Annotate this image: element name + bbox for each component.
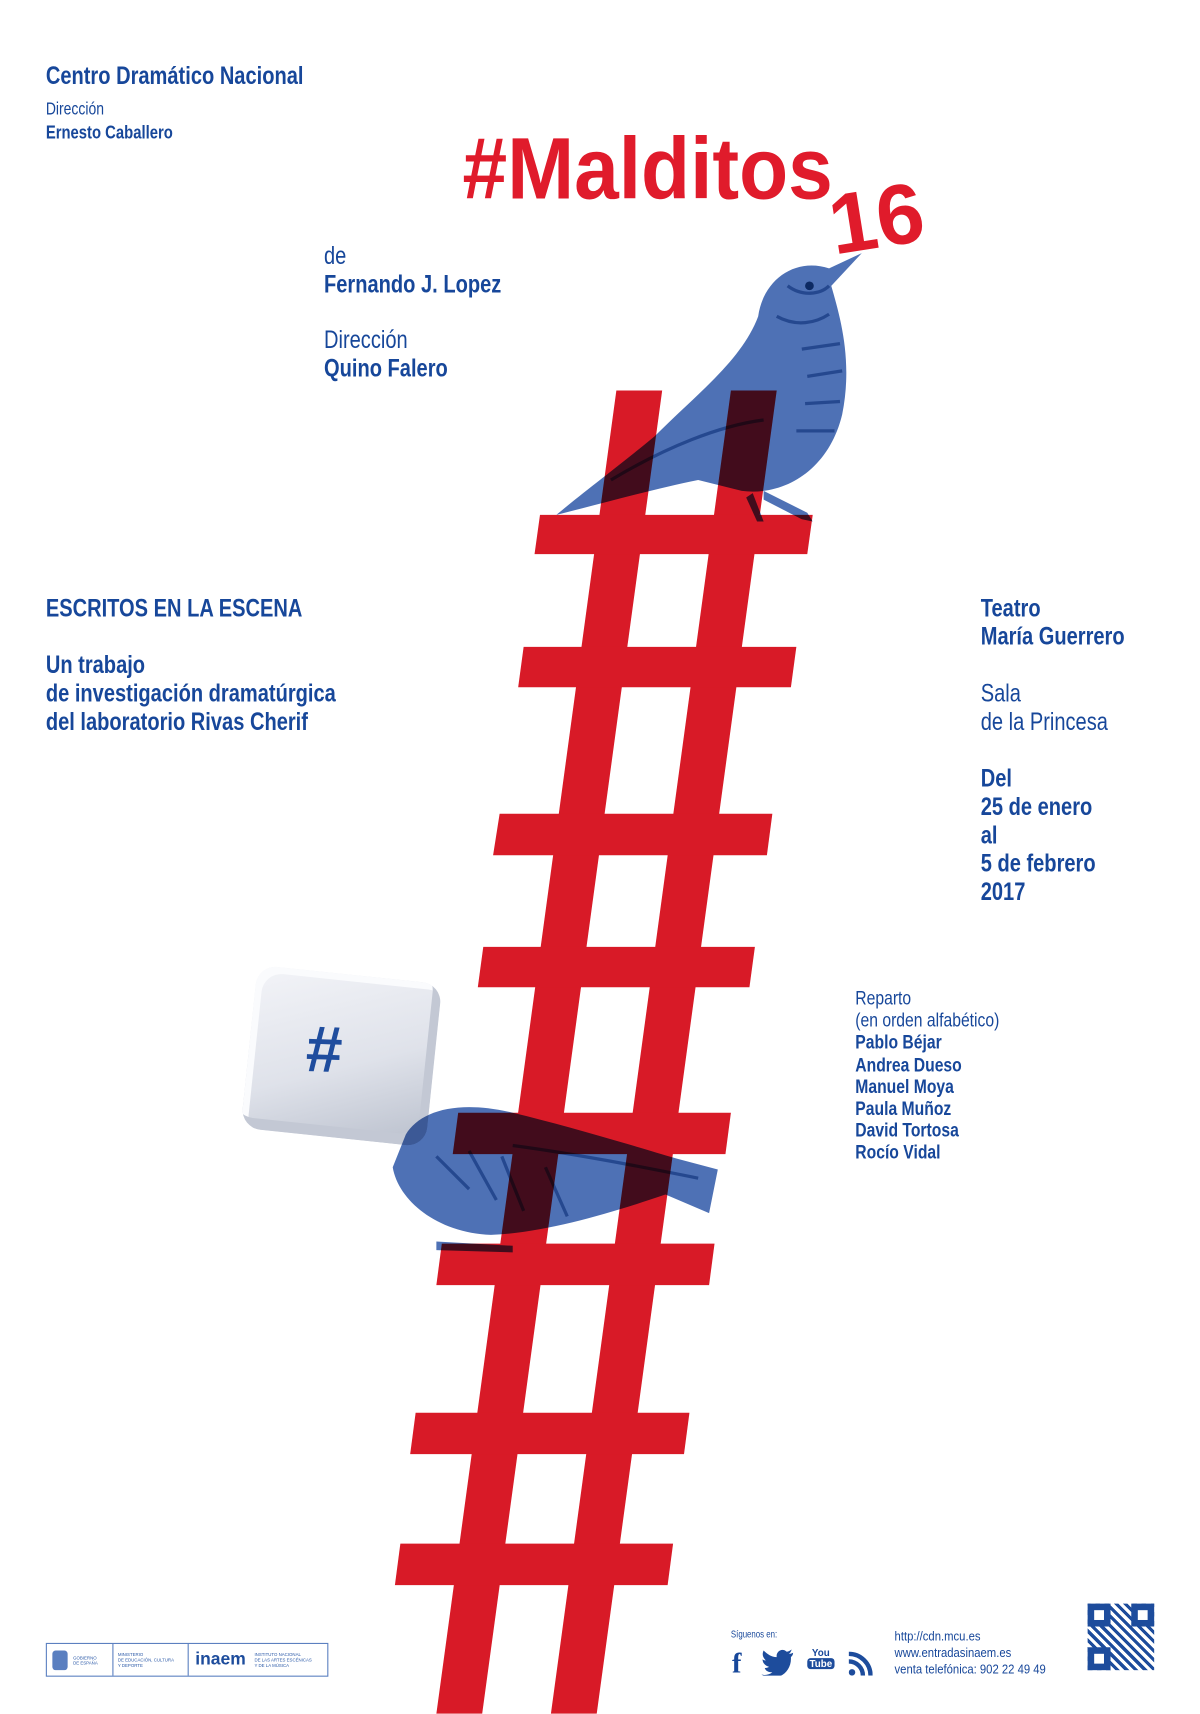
description-line: del laboratorio Rivas Cherif: [45, 706, 308, 736]
date-line: 25 de enero: [980, 791, 1093, 821]
ladder-rung: [410, 1412, 690, 1455]
series-title: ESCRITOS EN LA ESCENA: [45, 593, 303, 622]
venue-info: Teatro María Guerrero Sala de la Princes…: [981, 593, 1161, 905]
cast-member: Manuel Moya: [855, 1075, 954, 1098]
tickets-link[interactable]: www.entradasinaem.es: [894, 1647, 1012, 1661]
cast-member: Rocío Vidal: [855, 1141, 941, 1164]
date-line: 2017: [980, 877, 1026, 906]
date-line: Del: [980, 763, 1012, 792]
theatre-line: María Guerrero: [980, 621, 1125, 651]
author-name: Fernando J. Lopez: [323, 269, 502, 298]
room-line: de la Princesa: [980, 706, 1108, 736]
theatre-line: Teatro: [980, 593, 1041, 622]
ladder-rung: [534, 514, 813, 555]
facebook-icon[interactable]: f: [731, 1647, 742, 1679]
ladder-rung: [493, 813, 773, 856]
ladder-rail-left: [436, 390, 663, 1714]
ladder-rung: [518, 646, 797, 688]
room-line: Sala: [980, 678, 1021, 707]
description-line: Un trabajo: [45, 650, 146, 679]
ladder-rung: [394, 1543, 674, 1586]
contact-links: http://cdn.mcu.es www.entradasinaem.es v…: [895, 1630, 1063, 1679]
director-name: Quino Falero: [323, 353, 448, 382]
date-line: al: [980, 820, 998, 849]
cast-member: Paula Muñoz: [855, 1097, 952, 1120]
ladder-rail-right: [550, 390, 777, 1714]
cast-label: Reparto: [855, 987, 912, 1010]
twitter-icon[interactable]: [761, 1649, 794, 1676]
ladder-rung: [436, 1243, 715, 1286]
cast-member: David Tortosa: [855, 1119, 959, 1142]
phone-sales: venta telefónica: 902 22 49 49: [894, 1663, 1046, 1677]
cast-member: Pablo Béjar: [855, 1031, 942, 1054]
author-label: de: [323, 241, 347, 270]
youtube-icon[interactable]: You Tube: [807, 1647, 835, 1670]
direction-label: Dirección: [323, 325, 408, 354]
institution-name: Centro Dramático Nacional: [45, 61, 304, 90]
ladder-rung: [477, 946, 755, 988]
cast-list: Reparto (en orden alfabético) Pablo Béja…: [855, 987, 1035, 1163]
play-title: #Malditos: [462, 119, 833, 218]
follow-label: Síguenos en:: [730, 1628, 778, 1640]
cast-member: Andrea Dueso: [855, 1053, 962, 1076]
coat-of-arms-icon: [52, 1649, 68, 1670]
cdn-link[interactable]: http://cdn.mcu.es: [894, 1630, 981, 1644]
header-director: Ernesto Caballero: [45, 122, 173, 143]
program-info: ESCRITOS EN LA ESCENA Un trabajo de inve…: [46, 593, 409, 735]
qr-code[interactable]: [1087, 1603, 1155, 1671]
credits: de Fernando J. Lopez Dirección Quino Fal…: [324, 241, 546, 382]
date-line: 5 de febrero: [980, 848, 1096, 878]
description-line: de investigación dramatúrgica: [45, 678, 336, 707]
rss-icon[interactable]: [848, 1651, 873, 1676]
cast-note: (en orden alfabético): [855, 1009, 1000, 1032]
play-title-number: 16: [822, 163, 931, 273]
header-direction-label: Dirección: [45, 100, 105, 119]
